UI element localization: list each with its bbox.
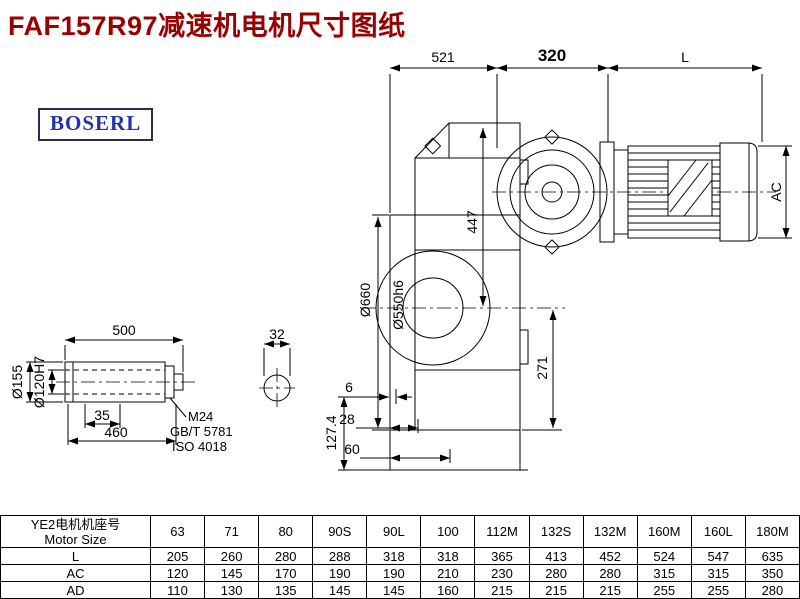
cell-ad-100: 160 (420, 581, 476, 599)
fan-cover (719, 142, 758, 242)
size-header-80: 80 (258, 515, 314, 548)
motor-size-table: YE2电机机座号 Motor Size 63 71 80 90S 90L 100… (0, 515, 800, 599)
cell-ac-90s: 190 (312, 564, 368, 582)
row-label-ac: AC (0, 564, 151, 582)
dim-550h6: Ø550h6 (390, 280, 406, 330)
dim-660: Ø660 (357, 283, 373, 317)
dim-460: 460 (104, 424, 128, 440)
technical-drawing: 521 320 L AC 447 271 Ø660 Ø550h6 500 Ø15… (9, 46, 792, 471)
dim-35: 35 (94, 407, 110, 423)
page-title: FAF157R97减速机电机尺寸图纸 (8, 11, 406, 41)
boserl-logo-box: BOSERL (38, 108, 154, 141)
dim-120H7: Ø120H7 (31, 356, 47, 408)
table-header-row: YE2电机机座号 Motor Size 63 71 80 90S 90L 100… (0, 515, 800, 548)
size-header-63: 63 (149, 515, 206, 548)
size-header-160m: 160M (636, 515, 692, 548)
motor-size-label-cn: YE2电机机座号 (30, 516, 121, 532)
dimension-lines (26, 64, 792, 470)
eyebolt (424, 137, 442, 155)
cell-ad-160m: 255 (636, 581, 692, 599)
dim-L: L (681, 49, 689, 65)
cell-ad-112m: 215 (474, 581, 530, 599)
dim-60: 60 (344, 441, 360, 457)
size-header-132s: 132S (528, 515, 584, 548)
table-row-l: L 205 260 280 288 318 318 365 413 452 52… (0, 547, 800, 565)
cell-l-90s: 288 (312, 547, 368, 565)
cell-l-63: 205 (149, 547, 206, 565)
cell-ad-180m: 280 (744, 581, 800, 599)
dim-500: 500 (112, 322, 136, 338)
size-header-71: 71 (204, 515, 260, 548)
end-bolt (173, 373, 184, 391)
cell-ac-100: 210 (420, 564, 476, 582)
label-m24: M24 (188, 409, 213, 424)
size-header-90s: 90S (312, 515, 368, 548)
size-header-112m: 112M (474, 515, 530, 548)
centerlines (56, 191, 776, 408)
terminal-box (667, 159, 713, 217)
table-row-ad: AD 110 130 135 145 145 160 215 215 215 2… (0, 581, 800, 599)
row-label-l: L (0, 547, 151, 565)
dim-521: 521 (431, 49, 455, 65)
dim-AC: AC (768, 182, 784, 201)
table-row-ac: AC 120 145 170 190 190 210 230 280 280 3… (0, 564, 800, 582)
cell-l-180m: 635 (744, 547, 800, 565)
cell-ad-132s: 215 (528, 581, 584, 599)
cell-ac-90l: 190 (366, 564, 422, 582)
dim-155: Ø155 (9, 365, 25, 399)
dim-127-4: 127.4 (323, 415, 339, 450)
cell-l-132m: 452 (582, 547, 638, 565)
cell-l-132s: 413 (528, 547, 584, 565)
table-header-cell: YE2电机机座号 Motor Size (0, 515, 151, 548)
dim-271: 271 (534, 356, 550, 380)
dim-32: 32 (269, 326, 285, 342)
cell-ac-71: 145 (204, 564, 260, 582)
adapter-circle-outer (496, 136, 608, 248)
label-iso-4018: ISO 4018 (172, 439, 227, 454)
hollow-shaft-detail (64, 361, 291, 403)
cell-l-112m: 365 (474, 547, 530, 565)
label-gbt-5781: GB/T 5781 (170, 424, 233, 439)
cell-ac-132m: 280 (582, 564, 638, 582)
cell-ad-160l: 255 (690, 581, 746, 599)
cell-l-100: 318 (420, 547, 476, 565)
dim-320: 320 (538, 46, 566, 65)
cell-ad-80: 135 (258, 581, 314, 599)
cell-ad-132m: 215 (582, 581, 638, 599)
cell-ac-132s: 280 (528, 564, 584, 582)
cell-ac-160l: 315 (690, 564, 746, 582)
boserl-logo-text: BOSERL (50, 111, 142, 135)
motor-size-label-en: Motor Size (44, 531, 107, 547)
size-header-100: 100 (420, 515, 476, 548)
dim-6: 6 (345, 379, 353, 395)
shaft-end-circle (263, 374, 291, 402)
size-header-132m: 132M (582, 515, 638, 548)
gearbox-housing (414, 122, 521, 431)
cell-ac-180m: 350 (744, 564, 800, 582)
cell-ac-80: 170 (258, 564, 314, 582)
cell-ac-160m: 315 (636, 564, 692, 582)
cell-ad-71: 130 (204, 581, 260, 599)
dimension-labels: 521 320 L AC 447 271 Ø660 Ø550h6 500 Ø15… (9, 46, 784, 457)
cell-ad-90l: 145 (366, 581, 422, 599)
cell-ad-90s: 145 (312, 581, 368, 599)
cell-l-90l: 318 (366, 547, 422, 565)
cell-ac-63: 120 (149, 564, 206, 582)
size-header-160l: 160L (690, 515, 746, 548)
output-shaft-circle (402, 277, 464, 339)
dim-447: 447 (464, 210, 480, 234)
size-header-180m: 180M (744, 515, 800, 548)
cell-ad-63: 110 (149, 581, 206, 599)
cell-l-160m: 524 (636, 547, 692, 565)
cell-l-71: 260 (204, 547, 260, 565)
dim-28: 28 (339, 411, 355, 427)
size-header-90l: 90L (366, 515, 422, 548)
cell-ac-112m: 230 (474, 564, 530, 582)
row-label-ad: AD (0, 581, 151, 599)
cell-l-80: 280 (258, 547, 314, 565)
cell-l-160l: 547 (690, 547, 746, 565)
